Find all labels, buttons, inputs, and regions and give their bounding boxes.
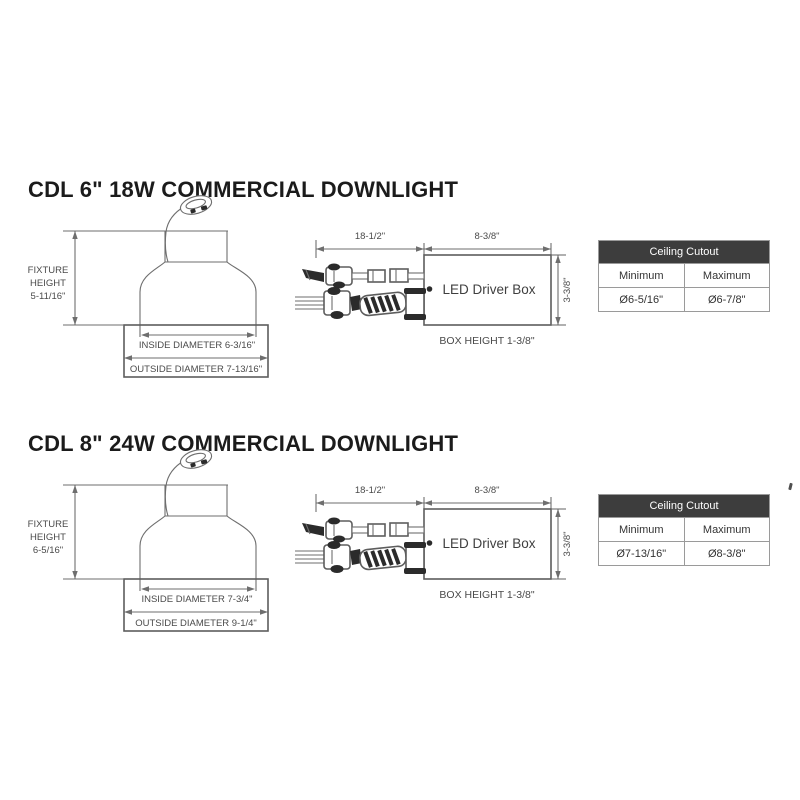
outside-diameter-label: OUTSIDE DIAMETER 7-13/16" xyxy=(130,364,262,375)
bell-left-wall xyxy=(139,515,166,591)
flange-outline xyxy=(123,578,269,632)
box-height-label: BOX HEIGHT 1-3/8" xyxy=(439,335,534,347)
fixture-height-label-2: HEIGHT xyxy=(30,532,66,543)
fixture-drawing: INSIDE DIAMETER 7-3/4" OUTSIDE DIAMETER … xyxy=(28,449,269,632)
fixture-drawing: INSIDE DIAMETER 6-3/16" OUTSIDE DIAMETER… xyxy=(28,195,269,378)
fixture-height-label-2: HEIGHT xyxy=(30,278,66,289)
col-header-maximum: Maximum xyxy=(683,517,770,542)
table-title: Ceiling Cutout xyxy=(598,240,770,264)
ceiling-cutout-table: Ceiling Cutout Minimum Maximum Ø7-13/16"… xyxy=(598,494,770,566)
fixture-height-label-3: 5-11/16" xyxy=(31,291,66,302)
section-cdl-8: CDL 8" 24W COMMERCIAL DOWNLIGHT INSIDE D… xyxy=(0,254,800,654)
max-cutout-value: Ø8-3/8" xyxy=(683,541,770,566)
fixture-height-label-1: FIXTURE xyxy=(28,265,69,276)
box-depth-label: 3-3/8" xyxy=(562,277,573,302)
max-cutout-value: Ø6-7/8" xyxy=(683,287,770,312)
cable-length-label: 18-1/2" xyxy=(355,231,385,242)
flange-outline xyxy=(123,324,269,378)
box-height-label: BOX HEIGHT 1-3/8" xyxy=(439,589,534,601)
ceiling-cutout-table: Ceiling Cutout Minimum Maximum Ø6-5/16" … xyxy=(598,240,770,312)
mount-hole xyxy=(426,540,433,546)
flex-conduit-connector xyxy=(295,287,426,320)
suspension-cable xyxy=(164,459,186,517)
table-title: Ceiling Cutout xyxy=(598,494,770,518)
bell-right-wall xyxy=(226,261,257,337)
driver-box-label: LED Driver Box xyxy=(442,282,535,297)
inside-diameter-label: INSIDE DIAMETER 7-3/4" xyxy=(141,594,252,605)
led-driver-box xyxy=(423,508,552,580)
mount-hole xyxy=(426,286,433,292)
min-cutout-value: Ø7-13/16" xyxy=(598,541,685,566)
inside-diameter-label: INSIDE DIAMETER 6-3/16" xyxy=(139,340,255,351)
flex-conduit-connector xyxy=(295,541,426,574)
section-cdl-6: CDL 6" 18W COMMERCIAL DOWNLIGHT xyxy=(28,176,770,378)
input-cable-connector xyxy=(302,263,425,289)
section-title: CDL 6" 18W COMMERCIAL DOWNLIGHT xyxy=(28,176,459,202)
section-title: CDL 8" 24W COMMERCIAL DOWNLIGHT xyxy=(28,430,459,456)
input-cable-connector xyxy=(302,517,425,543)
outside-diameter-label: OUTSIDE DIAMETER 9-1/4" xyxy=(135,618,257,629)
fixture-height-label-3: 6-5/16" xyxy=(33,545,63,556)
driver-box-drawing: 18-1/2" 8-3/8" LED Driver Box 3-3/8" BOX… xyxy=(295,485,573,601)
box-width-label: 8-3/8" xyxy=(474,231,499,242)
fixture-height-label-1: FIXTURE xyxy=(28,519,69,530)
driver-box-label: LED Driver Box xyxy=(442,536,535,551)
bell-right-wall xyxy=(226,515,257,591)
driver-box-drawing: 18-1/2" 8-3/8" LED Driver Box 3-3/8" BOX… xyxy=(295,231,573,347)
cable-length-label: 18-1/2" xyxy=(355,485,385,496)
col-header-maximum: Maximum xyxy=(683,263,770,288)
carabiner-icon xyxy=(179,195,213,215)
carabiner-icon xyxy=(179,449,213,469)
led-driver-box xyxy=(423,254,552,326)
box-width-label: 8-3/8" xyxy=(474,485,499,496)
box-depth-label: 3-3/8" xyxy=(562,531,573,556)
suspension-cable xyxy=(164,205,186,263)
bell-left-wall xyxy=(139,261,166,337)
col-header-minimum: Minimum xyxy=(598,517,685,542)
